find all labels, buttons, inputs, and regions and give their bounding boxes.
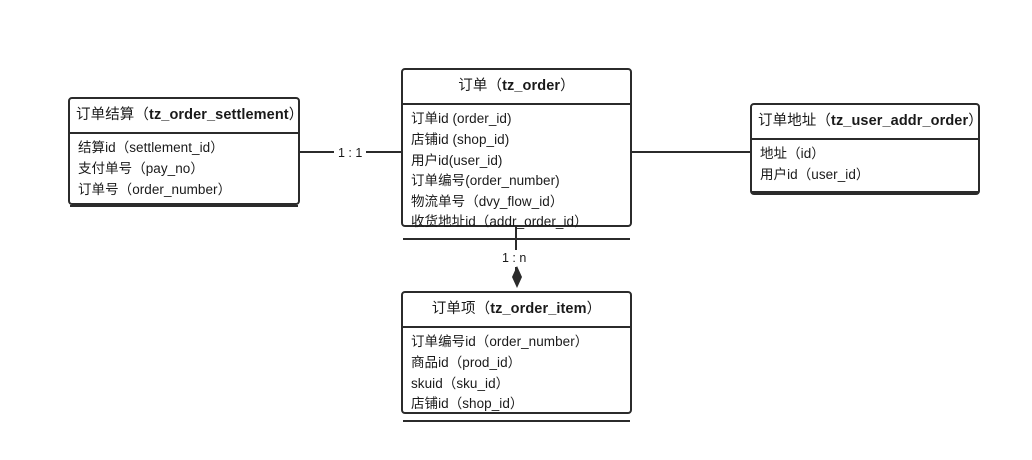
entity-title-paren-close: ） [560,78,575,94]
entity-title-cn: 订单项 [431,301,476,317]
entity-title-cn: 订单结算 [76,107,135,123]
filled-diamond-icon [512,266,522,288]
attribute-row: 结算id（settlement_id） [78,140,224,156]
attribute-row: 订单编号id（order_number） [411,334,589,350]
entity-title-table: tz_order_item [490,301,587,317]
attribute-row: 订单号（order_number） [78,181,232,197]
attribute-row: 物流单号（dvy_flow_id） [411,193,564,209]
entity-title-order-item: 订单项（tz_order_item） [403,293,630,329]
entity-order-settlement[interactable]: 订单结算（tz_order_settlement） 结算id（settlemen… [68,97,303,208]
attribute-row: 商品id（prod_id） [411,354,522,370]
entity-title-paren-close: ） [968,113,983,129]
attribute-row: 订单编号(order_number) [411,173,560,189]
entity-order-item[interactable]: 订单项（tz_order_item） 订单编号id（order_number） … [401,291,632,422]
relationship-label-order-orderitem: 1 : n [498,250,531,267]
entity-footer-order-item [403,422,630,448]
attribute-row: 用户id（user_id） [760,166,870,182]
entity-title-order: 订单（tz_order） [403,70,630,106]
entity-title-table: tz_user_addr_order [831,113,969,129]
entity-title-paren-open: （ [816,113,832,129]
entity-footer-user-addr-order [752,193,978,223]
attribute-row: skuid（sku_id） [411,375,510,391]
entity-user-addr-order[interactable]: 订单地址（tz_user_addr_order） 地址（id） 用户id（use… [750,103,983,195]
connector-order-address[interactable] [632,151,750,153]
entity-title-paren-open: （ [134,107,150,123]
attribute-row: 店铺id (shop_id) [411,131,510,147]
attribute-row: 用户id(user_id) [411,152,503,168]
entity-title-user-addr-order: 订单地址（tz_user_addr_order） [752,105,983,141]
entity-title-order-settlement: 订单结算（tz_order_settlement） [70,99,303,135]
entity-title-table: tz_order_settlement [149,107,289,123]
attribute-row: 收货地址id（addr_order_id） [411,214,588,230]
relationship-label-settlement-order: 1 : 1 [334,145,367,162]
entity-title-table: tz_order [502,78,561,94]
attribute-row: 店铺id（shop_id） [411,396,524,412]
attribute-row: 支付单号（pay_no） [78,160,204,176]
entity-title-paren-close: ） [586,301,602,317]
entity-title-paren-open: （ [475,301,491,317]
entity-footer-order-settlement [70,207,298,233]
entity-order[interactable]: 订单（tz_order） 订单id (order_id) 店铺id (shop_… [401,68,632,240]
attribute-row: 地址（id） [760,146,825,162]
entity-attributes-order-item: 订单编号id（order_number） 商品id（prod_id） skuid… [403,328,630,422]
entity-attributes-order-settlement: 结算id（settlement_id） 支付单号（pay_no） 订单号（ord… [70,134,298,208]
entity-title-paren-open: （ [487,78,503,94]
attribute-row: 订单id (order_id) [411,111,512,127]
entity-attributes-order: 订单id (order_id) 店铺id (shop_id) 用户id(user… [403,105,630,240]
entity-title-paren-close: ） [288,107,304,123]
entity-attributes-user-addr-order: 地址（id） 用户id（user_id） [752,140,978,193]
entity-title-cn: 订单地址 [758,113,817,129]
entity-title-cn: 订单 [458,78,488,94]
